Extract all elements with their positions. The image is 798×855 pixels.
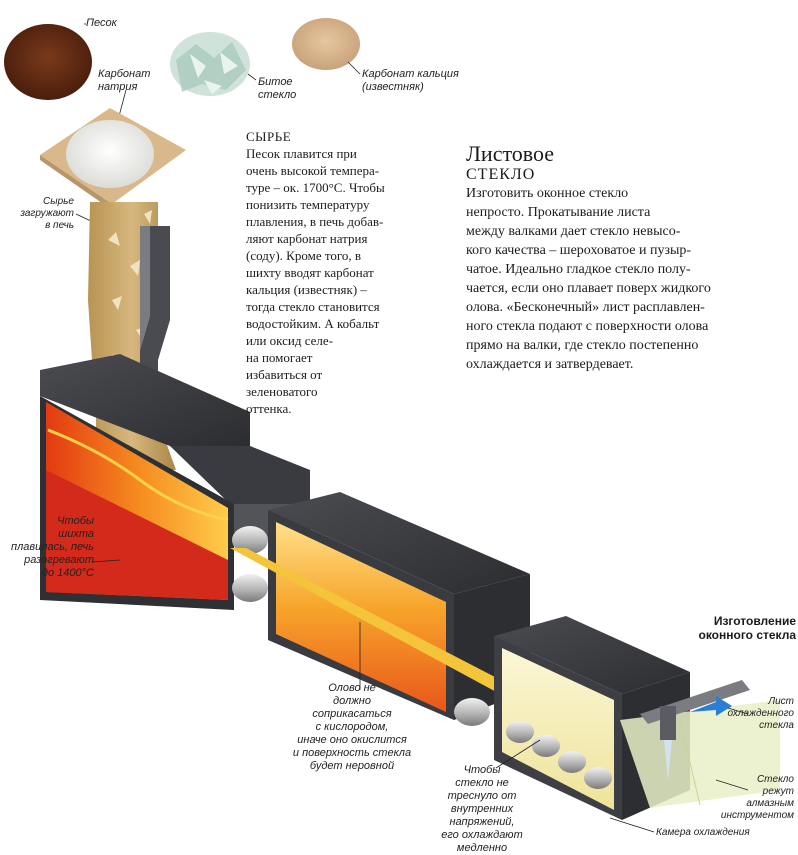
diamond-cutter: [640, 680, 750, 780]
rollers-a: [232, 526, 268, 602]
article-title: Листовое: [466, 141, 555, 166]
sand-pile: [4, 24, 92, 100]
hopper: [40, 108, 186, 210]
label-tin-oxygen: Олово не должно соприкасаться с кислород…: [292, 682, 412, 772]
raw-block: СЫРЬЕ Песок плавится при очень высокой т…: [246, 128, 456, 417]
label-cooled-sheet: Лист охлажденного стекла: [727, 696, 794, 731]
label-cullet: Битое стекло: [258, 76, 297, 101]
blue-arrow-icon: [690, 696, 732, 716]
article-text: Изготовить оконное стекло непросто. Прок…: [466, 186, 711, 372]
rollers-b: [454, 698, 490, 726]
label-sand: Песок: [86, 17, 117, 29]
label-cooling-chamber: Камера охлаждения: [656, 827, 750, 838]
label-melting: Чтобы шихта плавилась, печь разогревают …: [11, 515, 94, 579]
label-annealing: Чтобы стекло не треснуло от внутренних н…: [441, 764, 523, 854]
cullet-pile: [170, 32, 250, 96]
label-loading: Сырье загружают в печь: [20, 196, 74, 231]
furnace: [40, 354, 310, 610]
raw-heading: СЫРЬЕ: [246, 129, 292, 144]
callout-lines: [91, 559, 749, 833]
section-title: Изготовление оконного стекла: [698, 614, 796, 642]
label-soda: Карбонат натрия: [98, 68, 151, 93]
label-limestone: Карбонат кальция (известняк): [362, 68, 459, 93]
raw-text: Песок плавится при очень высокой темпера…: [246, 146, 385, 416]
limestone-pile: [292, 18, 360, 70]
cooling-chamber: [494, 616, 690, 820]
article-subtitle: стекло: [466, 166, 536, 183]
label-diamond-cut: Стекло режут алмазным инструментом: [720, 774, 794, 821]
